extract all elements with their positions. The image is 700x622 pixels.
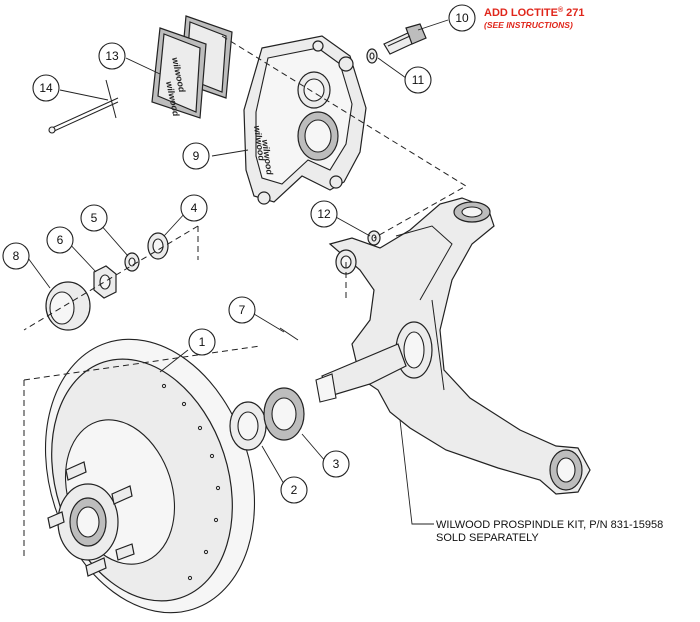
dust-cap xyxy=(45,281,91,331)
callout-10: 10 xyxy=(448,4,476,32)
callout-12: 12 xyxy=(310,200,338,228)
cotter-pin xyxy=(48,79,119,134)
callout-2-label: 2 xyxy=(291,483,298,497)
callout-11: 11 xyxy=(404,66,432,94)
callout-13-label: 13 xyxy=(105,49,119,63)
caliper-bolt xyxy=(383,23,427,55)
callout-9: 9 xyxy=(182,142,210,170)
callout-13: 13 xyxy=(98,42,126,70)
leader-lines xyxy=(27,19,449,525)
inner-seal xyxy=(263,387,305,441)
loctite-note-subtitle: (SEE INSTRUCTIONS) xyxy=(484,20,573,30)
callout-4-label: 4 xyxy=(191,201,198,215)
callout-5-label: 5 xyxy=(91,211,98,225)
spindle-nut xyxy=(93,265,117,299)
callout-3-label: 3 xyxy=(333,457,340,471)
callout-6: 6 xyxy=(46,226,74,254)
callout-2: 2 xyxy=(280,476,308,504)
washer-11 xyxy=(366,48,378,64)
callout-8-label: 8 xyxy=(13,249,20,263)
loctite-note: ADD LOCTITE® 271 (SEE INSTRUCTIONS) xyxy=(484,6,585,30)
caliper-logo-2: wilwood xyxy=(260,139,275,176)
spindle-knuckle xyxy=(315,197,591,495)
callout-7: 7 xyxy=(228,296,256,324)
callout-14-label: 14 xyxy=(39,81,53,95)
caliper-logo: wilwood xyxy=(252,125,267,162)
callout-8: 8 xyxy=(2,242,30,270)
callout-7-label: 7 xyxy=(239,303,246,317)
outer-bearing xyxy=(147,232,169,260)
callout-10-label: 10 xyxy=(455,11,469,25)
callout-1: 1 xyxy=(188,328,216,356)
caliper: wilwood wilwood xyxy=(243,35,367,205)
callout-1-label: 1 xyxy=(199,335,206,349)
rotor xyxy=(44,338,256,614)
callout-4: 4 xyxy=(180,194,208,222)
kit-note-line1: WILWOOD PROSPINDLE KIT, P/N 831-15958 xyxy=(436,519,663,531)
cotter-pin-7 xyxy=(279,327,299,341)
inner-bearing xyxy=(229,401,267,451)
kit-note-line2: SOLD SEPARATELY xyxy=(436,532,539,544)
brake-pads: wilwood wilwood xyxy=(151,15,233,119)
loctite-note-title: ADD LOCTITE® 271 xyxy=(484,6,585,19)
callout-14: 14 xyxy=(32,74,60,102)
callout-3: 3 xyxy=(322,450,350,478)
callout-9-label: 9 xyxy=(193,149,200,163)
assembly-lines xyxy=(23,35,467,560)
callout-6-label: 6 xyxy=(57,233,64,247)
kit-note: WILWOOD PROSPINDLE KIT, P/N 831-15958 SO… xyxy=(436,519,663,544)
callout-5: 5 xyxy=(80,204,108,232)
callout-12-label: 12 xyxy=(317,207,331,221)
callout-11-label: 11 xyxy=(412,73,425,87)
